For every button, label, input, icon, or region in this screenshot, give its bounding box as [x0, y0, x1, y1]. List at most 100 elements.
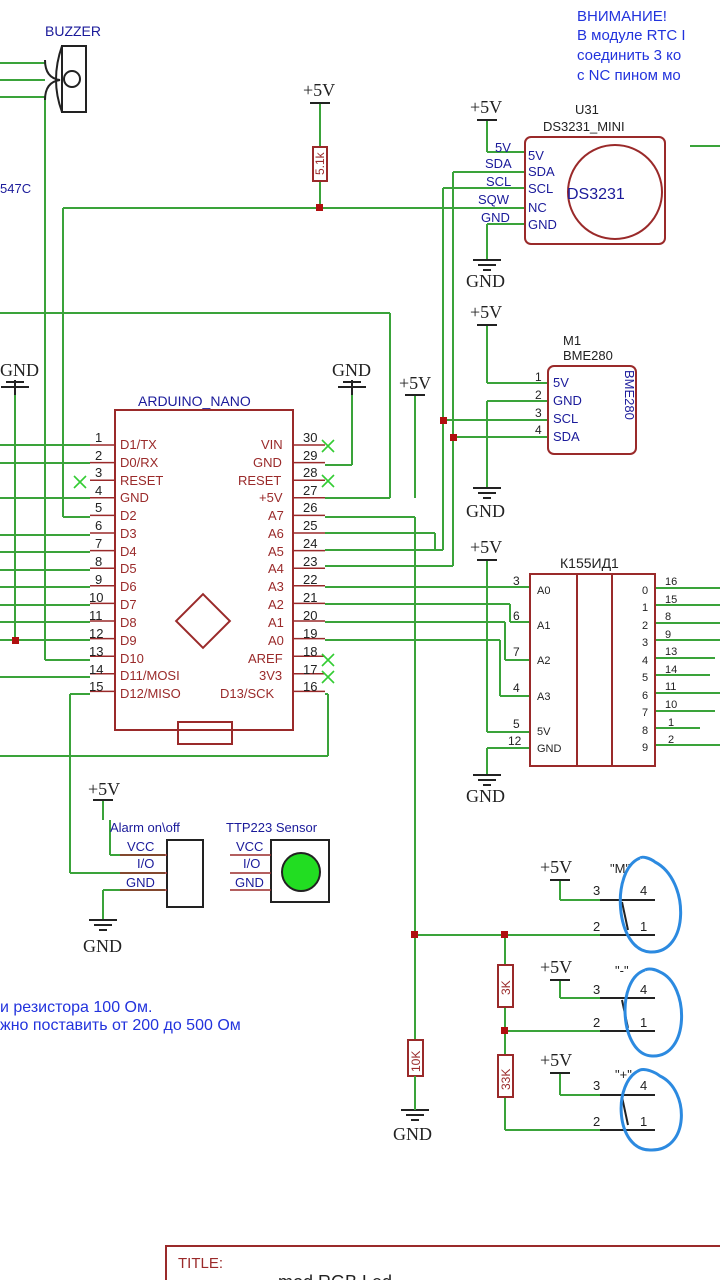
wires [0, 62, 720, 1131]
svg-text:3K: 3K [499, 980, 513, 995]
svg-text:4: 4 [513, 681, 520, 695]
sensor-led-icon [281, 852, 321, 892]
svg-text:18: 18 [303, 644, 317, 659]
svg-text:NC: NC [528, 200, 547, 215]
handwritten-annotations [618, 855, 683, 1152]
svg-text:GND: GND [393, 1124, 432, 1144]
svg-text:5: 5 [513, 717, 520, 731]
svg-text:A2: A2 [268, 597, 284, 612]
svg-text:I/O: I/O [137, 856, 154, 871]
ttp223-sensor: TTP223 Sensor VCC I/O GND [226, 820, 330, 903]
warning-title: ВНИМАНИЕ! [577, 8, 667, 25]
resistor-10k: 10K [407, 1039, 424, 1110]
svg-text:7: 7 [513, 645, 520, 659]
svg-text:9: 9 [665, 629, 671, 641]
svg-text:RESET: RESET [120, 473, 163, 488]
svg-text:"-": "-" [615, 963, 629, 978]
svg-text:GND: GND [332, 360, 371, 380]
svg-text:D9: D9 [120, 633, 137, 648]
title-label: TITLE: [178, 1255, 223, 1272]
svg-text:24: 24 [303, 536, 317, 551]
svg-text:D1/TX: D1/TX [120, 437, 157, 452]
vcc-symbol-decoder: +5V [470, 537, 502, 561]
svg-text:3: 3 [95, 465, 102, 480]
resistor-note-line-2: жно поставить от 200 до 500 Ом [0, 1017, 241, 1034]
svg-text:6: 6 [513, 609, 520, 623]
svg-text:7: 7 [95, 536, 102, 551]
warning-line-2: соединить 3 ко [577, 47, 681, 64]
svg-text:27: 27 [303, 483, 317, 498]
vcc-symbol-bme: +5V [470, 302, 502, 326]
resistor-33k: 33K [497, 1054, 514, 1098]
svg-text:+5V: +5V [259, 490, 283, 505]
svg-text:D4: D4 [120, 544, 137, 559]
decoder-outputs: 016 115 28 39 413 514 611 710 81 92 [642, 576, 677, 754]
svg-text:11: 11 [665, 681, 676, 693]
svg-text:GND: GND [126, 875, 155, 890]
svg-text:26: 26 [303, 500, 317, 515]
svg-text:15: 15 [665, 594, 677, 606]
svg-text:5V: 5V [495, 140, 511, 155]
resistor-note: и резистора 100 Ом. жно поставить от 200… [0, 999, 241, 1034]
svg-text:5V: 5V [553, 375, 569, 390]
gnd-symbol-left: GND [0, 360, 39, 395]
svg-text:SCL: SCL [553, 411, 578, 426]
svg-text:A3: A3 [537, 691, 550, 703]
svg-text:3: 3 [593, 883, 600, 898]
svg-text:23: 23 [303, 554, 317, 569]
svg-text:4: 4 [640, 883, 647, 898]
svg-text:+5V: +5V [540, 857, 572, 877]
svg-text:+5V: +5V [470, 537, 502, 557]
svg-text:4: 4 [640, 1078, 647, 1093]
svg-text:GND: GND [235, 875, 264, 890]
svg-text:33K: 33K [499, 1069, 513, 1090]
svg-text:8: 8 [665, 611, 671, 623]
svg-text:D12/MISO: D12/MISO [120, 686, 181, 701]
svg-text:A0: A0 [268, 633, 284, 648]
svg-text:4: 4 [95, 483, 102, 498]
svg-text:GND: GND [466, 271, 505, 291]
vcc-symbol-rtc: +5V [470, 97, 502, 121]
svg-text:25: 25 [303, 518, 317, 533]
svg-text:16: 16 [665, 576, 677, 588]
resistor-top: 5.1k [312, 146, 328, 182]
svg-text:12: 12 [89, 626, 103, 641]
svg-text:A2: A2 [537, 655, 550, 667]
svg-text:+5V: +5V [399, 373, 431, 393]
vcc-symbol-top: +5V [303, 80, 335, 104]
svg-text:1: 1 [642, 602, 648, 614]
svg-text:2: 2 [593, 1114, 600, 1129]
svg-text:GND: GND [120, 490, 149, 505]
svg-text:11: 11 [89, 608, 103, 623]
svg-text:1: 1 [535, 370, 542, 384]
svg-text:9: 9 [642, 742, 648, 754]
svg-text:2: 2 [593, 1015, 600, 1030]
svg-text:1: 1 [668, 717, 674, 729]
rtc-chip-label: DS3231 [567, 186, 625, 203]
svg-text:+5V: +5V [540, 1050, 572, 1070]
svg-text:6: 6 [642, 690, 648, 702]
svg-text:RESET: RESET [238, 473, 281, 488]
svg-text:SCL: SCL [486, 174, 511, 189]
svg-text:14: 14 [665, 664, 677, 676]
svg-text:GND: GND [481, 210, 510, 225]
rtc-module: U31 DS3231_MINI DS3231 5V SDA SCL SQW GN… [478, 102, 666, 245]
svg-text:GND: GND [537, 743, 562, 755]
buzzer: BUZZER 547C [0, 23, 101, 196]
svg-text:17: 17 [303, 662, 317, 677]
svg-text:A5: A5 [268, 544, 284, 559]
alarm-switch: Alarm on\off VCC I/O GND [110, 820, 204, 908]
svg-text:D2: D2 [120, 508, 137, 523]
gnd-symbol-alarm: GND [83, 919, 122, 956]
svg-text:8: 8 [95, 554, 102, 569]
svg-text:SQW: SQW [478, 192, 510, 207]
svg-text:5: 5 [642, 672, 648, 684]
svg-text:5V: 5V [537, 726, 551, 738]
svg-text:SDA: SDA [528, 164, 555, 179]
svg-text:29: 29 [303, 448, 317, 463]
svg-text:4: 4 [642, 655, 648, 667]
svg-text:VIN: VIN [261, 437, 283, 452]
svg-text:VCC: VCC [127, 839, 154, 854]
